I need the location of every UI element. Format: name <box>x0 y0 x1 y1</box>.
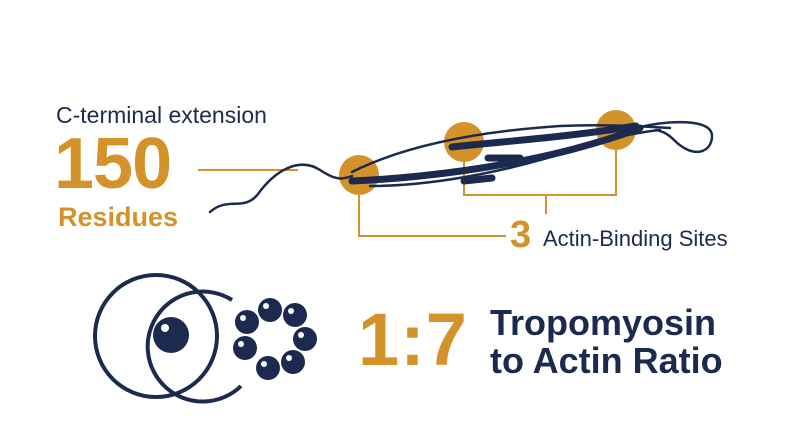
actin-dot-4 <box>281 350 305 374</box>
actin-dot-3 <box>293 327 317 351</box>
actin-dot-6 <box>233 336 257 360</box>
actin-filament-dots <box>233 298 317 380</box>
actin-dot-2 <box>283 303 307 327</box>
binding-site-2 <box>444 122 484 162</box>
tropomyosin-cross-section-circle <box>93 273 219 399</box>
strand-thick-1 <box>348 124 644 185</box>
ratio-label-line1: Tropomyosin <box>490 302 717 343</box>
actin-dot-highlights <box>238 303 304 367</box>
tropomyosin-filament-highlight <box>161 324 169 332</box>
actin-dot-1 <box>258 298 282 322</box>
c-terminal-extension-label: C-terminal extension <box>56 102 267 128</box>
ratio-icon <box>93 273 317 404</box>
site1-leader-line <box>358 195 506 237</box>
residues-unit-label: Residues <box>58 202 179 232</box>
c-terminal-tail <box>208 163 354 214</box>
tropomyosin-strands <box>208 120 714 214</box>
actin-cross-section-circle <box>145 289 243 404</box>
actin-dot-7 <box>235 310 259 334</box>
strand-thick-2 <box>448 122 640 151</box>
ratio-value: 1:7 <box>358 298 468 381</box>
n-terminal-loop <box>634 120 714 153</box>
residue-count-number: 150 <box>54 124 172 204</box>
ratio-label-line2: to Actin Ratio <box>490 340 723 381</box>
binding-site-1 <box>339 155 379 195</box>
actin-dot-5 <box>256 356 280 380</box>
strand-short-segment-2 <box>460 174 496 185</box>
binding-sites-label: Actin-Binding Sites <box>543 226 728 251</box>
tropomyosin-filament-dot <box>153 317 189 353</box>
leader-lines <box>198 150 617 237</box>
binding-sites-count: 3 <box>510 214 532 256</box>
